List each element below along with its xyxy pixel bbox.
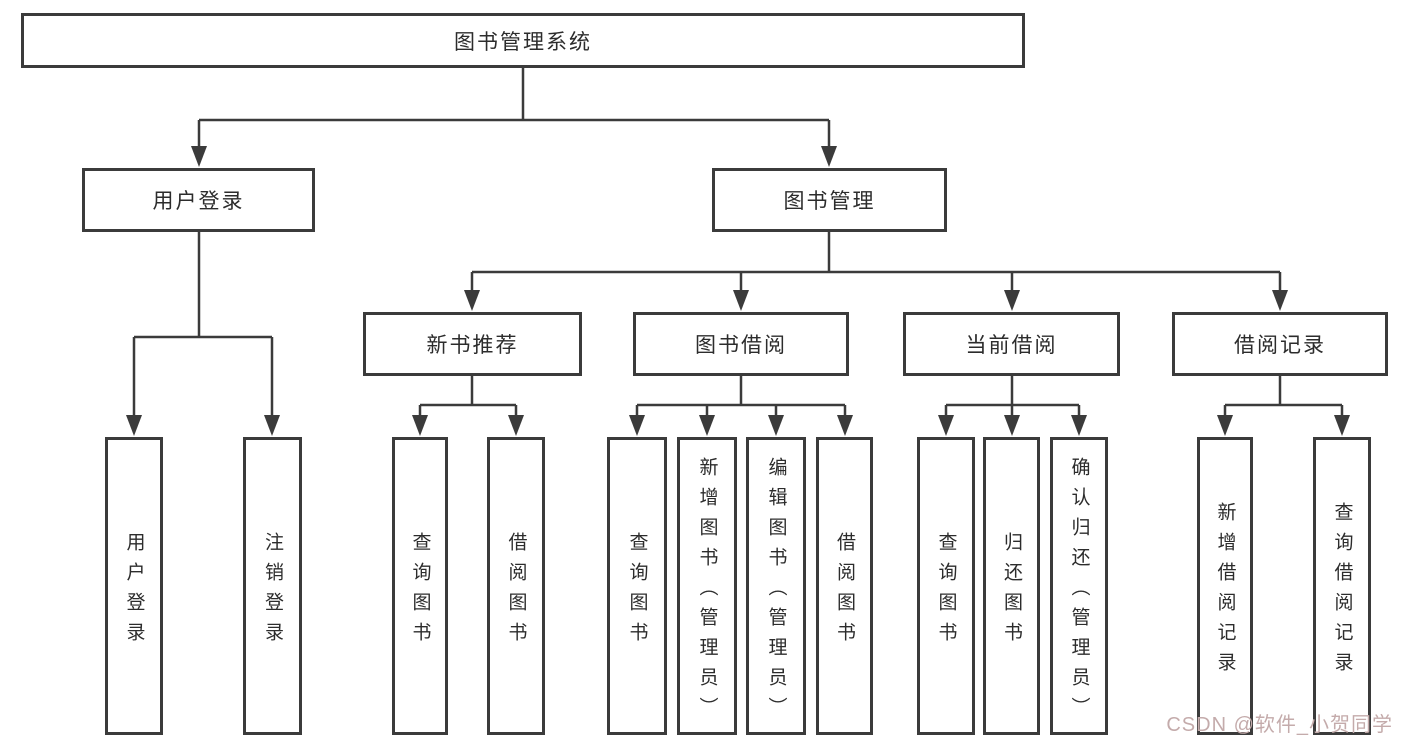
node-leaf-confirm-return-admin: 确认归还（管理员） bbox=[1050, 437, 1108, 735]
node-leaf-add-borrow-record: 新增借阅记录 bbox=[1197, 437, 1253, 735]
node-leaf-add-books-admin: 新增图书（管理员） bbox=[677, 437, 737, 735]
node-leaf-edit-books-admin: 编辑图书（管理员） bbox=[746, 437, 806, 735]
node-leaf-return-books-label: 归还图书 bbox=[1001, 531, 1022, 652]
node-leaf-query-books-current-label: 查询图书 bbox=[935, 531, 957, 652]
node-root-label: 图书管理系统 bbox=[454, 30, 592, 54]
node-leaf-query-books-current: 查询图书 bbox=[917, 437, 975, 735]
node-user-login-label: 用户登录 bbox=[152, 190, 245, 213]
node-leaf-query-books-borrow-label: 查询图书 bbox=[626, 531, 648, 652]
node-leaf-user-login-label: 用户登录 bbox=[123, 531, 145, 652]
node-leaf-user-login: 用户登录 bbox=[105, 437, 163, 735]
node-root: 图书管理系统 bbox=[21, 13, 1025, 68]
node-leaf-logout-label: 注销登录 bbox=[262, 531, 283, 652]
node-leaf-return-books: 归还图书 bbox=[983, 437, 1040, 735]
node-new-book-recommend: 新书推荐 bbox=[363, 312, 582, 376]
node-leaf-query-books-recommend: 查询图书 bbox=[392, 437, 448, 735]
node-leaf-logout: 注销登录 bbox=[243, 437, 302, 735]
node-borrow-records-label: 借阅记录 bbox=[1234, 334, 1326, 357]
node-leaf-borrow-books: 借阅图书 bbox=[816, 437, 873, 735]
node-leaf-add-borrow-record-label: 新增借阅记录 bbox=[1214, 501, 1236, 682]
node-user-login: 用户登录 bbox=[82, 168, 315, 232]
node-book-management-label: 图书管理 bbox=[783, 190, 876, 213]
node-leaf-query-borrow-record-label: 查询借阅记录 bbox=[1331, 501, 1353, 682]
node-book-management: 图书管理 bbox=[712, 168, 947, 232]
node-current-borrow-label: 当前借阅 bbox=[965, 334, 1058, 357]
node-leaf-query-books-recommend-label: 查询图书 bbox=[409, 531, 431, 652]
node-new-book-recommend-label: 新书推荐 bbox=[426, 334, 519, 357]
node-leaf-query-borrow-record: 查询借阅记录 bbox=[1313, 437, 1371, 735]
node-leaf-query-books-borrow: 查询图书 bbox=[607, 437, 667, 735]
node-book-borrow-label: 图书借阅 bbox=[695, 334, 787, 357]
node-leaf-borrow-books-label: 借阅图书 bbox=[834, 531, 855, 652]
node-book-borrow: 图书借阅 bbox=[633, 312, 849, 376]
csdn-watermark: CSDN @软件_小贺同学 bbox=[1166, 714, 1393, 736]
node-leaf-add-books-admin-label: 新增图书（管理员） bbox=[696, 456, 718, 727]
node-leaf-edit-books-admin-label: 编辑图书（管理员） bbox=[765, 456, 787, 727]
node-current-borrow: 当前借阅 bbox=[903, 312, 1120, 376]
node-leaf-borrow-books-recommend-label: 借阅图书 bbox=[505, 531, 527, 652]
node-borrow-records: 借阅记录 bbox=[1172, 312, 1388, 376]
node-leaf-confirm-return-admin-label: 确认归还（管理员） bbox=[1068, 456, 1090, 727]
node-leaf-borrow-books-recommend: 借阅图书 bbox=[487, 437, 545, 735]
